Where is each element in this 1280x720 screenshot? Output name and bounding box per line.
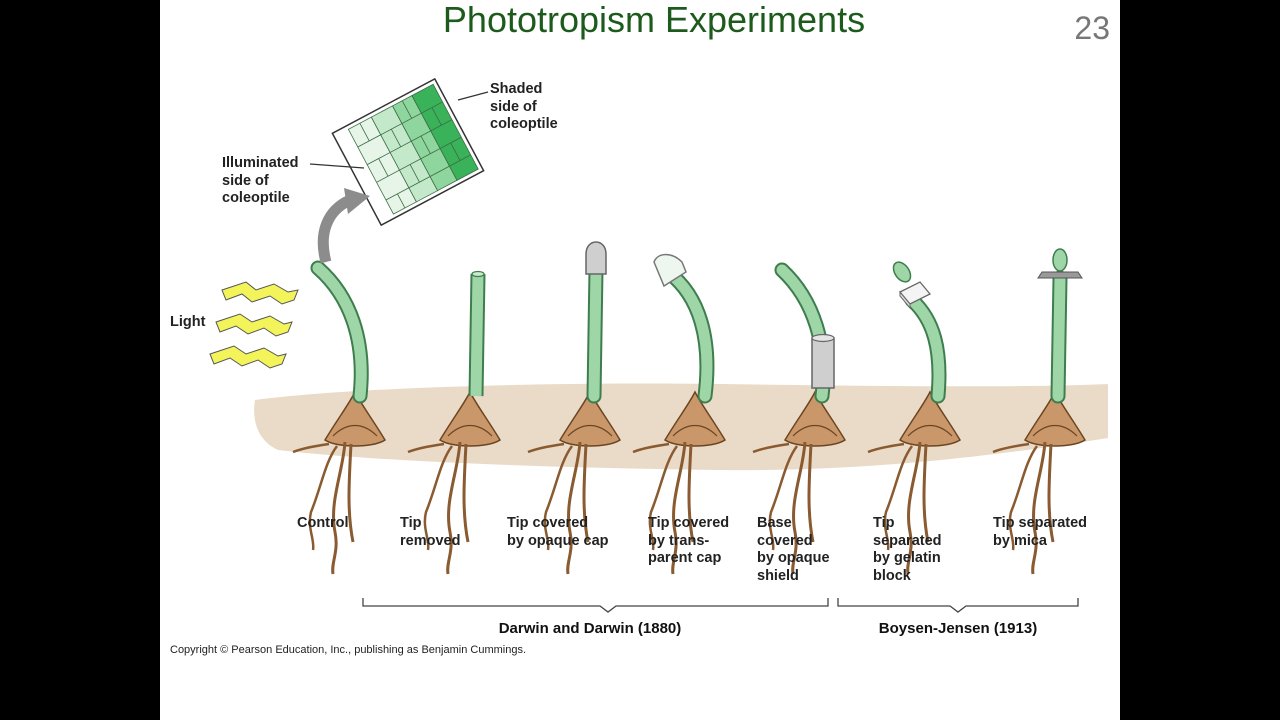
- experiment-label-base-shield: Base covered by opaque shield: [757, 515, 830, 584]
- slide-title: Phototropism Experiments: [442, 0, 866, 40]
- group-label-darwin: Darwin and Darwin (1880): [498, 620, 682, 637]
- brace-boysen: [837, 598, 1079, 613]
- mica-sheet: [1037, 248, 1083, 279]
- opaque-shield: [811, 333, 835, 389]
- slide: Phototropism Experiments 23: [160, 0, 1120, 720]
- slide-number: 23: [1074, 10, 1110, 46]
- experiment-label-mica: Tip separated by mica: [993, 515, 1088, 549]
- experiment-label-opaque-cap: Tip covered by opaque cap: [507, 515, 609, 549]
- illuminated-side-label: Illuminated side of coleoptile: [222, 155, 299, 206]
- group-label-boysen-jensen: Boysen-Jensen (1913): [878, 620, 1038, 637]
- light-bolt-icon: [215, 313, 293, 337]
- grey-arrow: [317, 194, 353, 264]
- light-bolts: [209, 281, 299, 369]
- experiment-label-gelatin: Tip separated by gelatin block: [873, 515, 942, 584]
- illuminated-pointer: [309, 163, 365, 169]
- light-bolt-icon: [209, 345, 287, 369]
- light-label: Light: [170, 314, 206, 330]
- opaque-cap: [585, 241, 607, 275]
- experiment-label-tip-removed: Tip removed: [400, 515, 461, 549]
- experiment-label-control: Control: [297, 515, 349, 531]
- light-bolt-icon: [221, 281, 299, 305]
- brace-darwin: [362, 598, 829, 613]
- transparent-cap: [653, 253, 687, 288]
- copyright-notice: Copyright © Pearson Education, Inc., pub…: [170, 644, 527, 656]
- coleoptile-inset: [331, 77, 485, 227]
- gelatin-block: [892, 261, 932, 310]
- shaded-side-label: Shaded side of coleoptile: [490, 81, 558, 132]
- experiment-label-transparent-cap: Tip covered by trans- parent cap: [648, 515, 730, 566]
- phototropism-figure: [209, 77, 1108, 613]
- shaded-pointer: [457, 91, 489, 101]
